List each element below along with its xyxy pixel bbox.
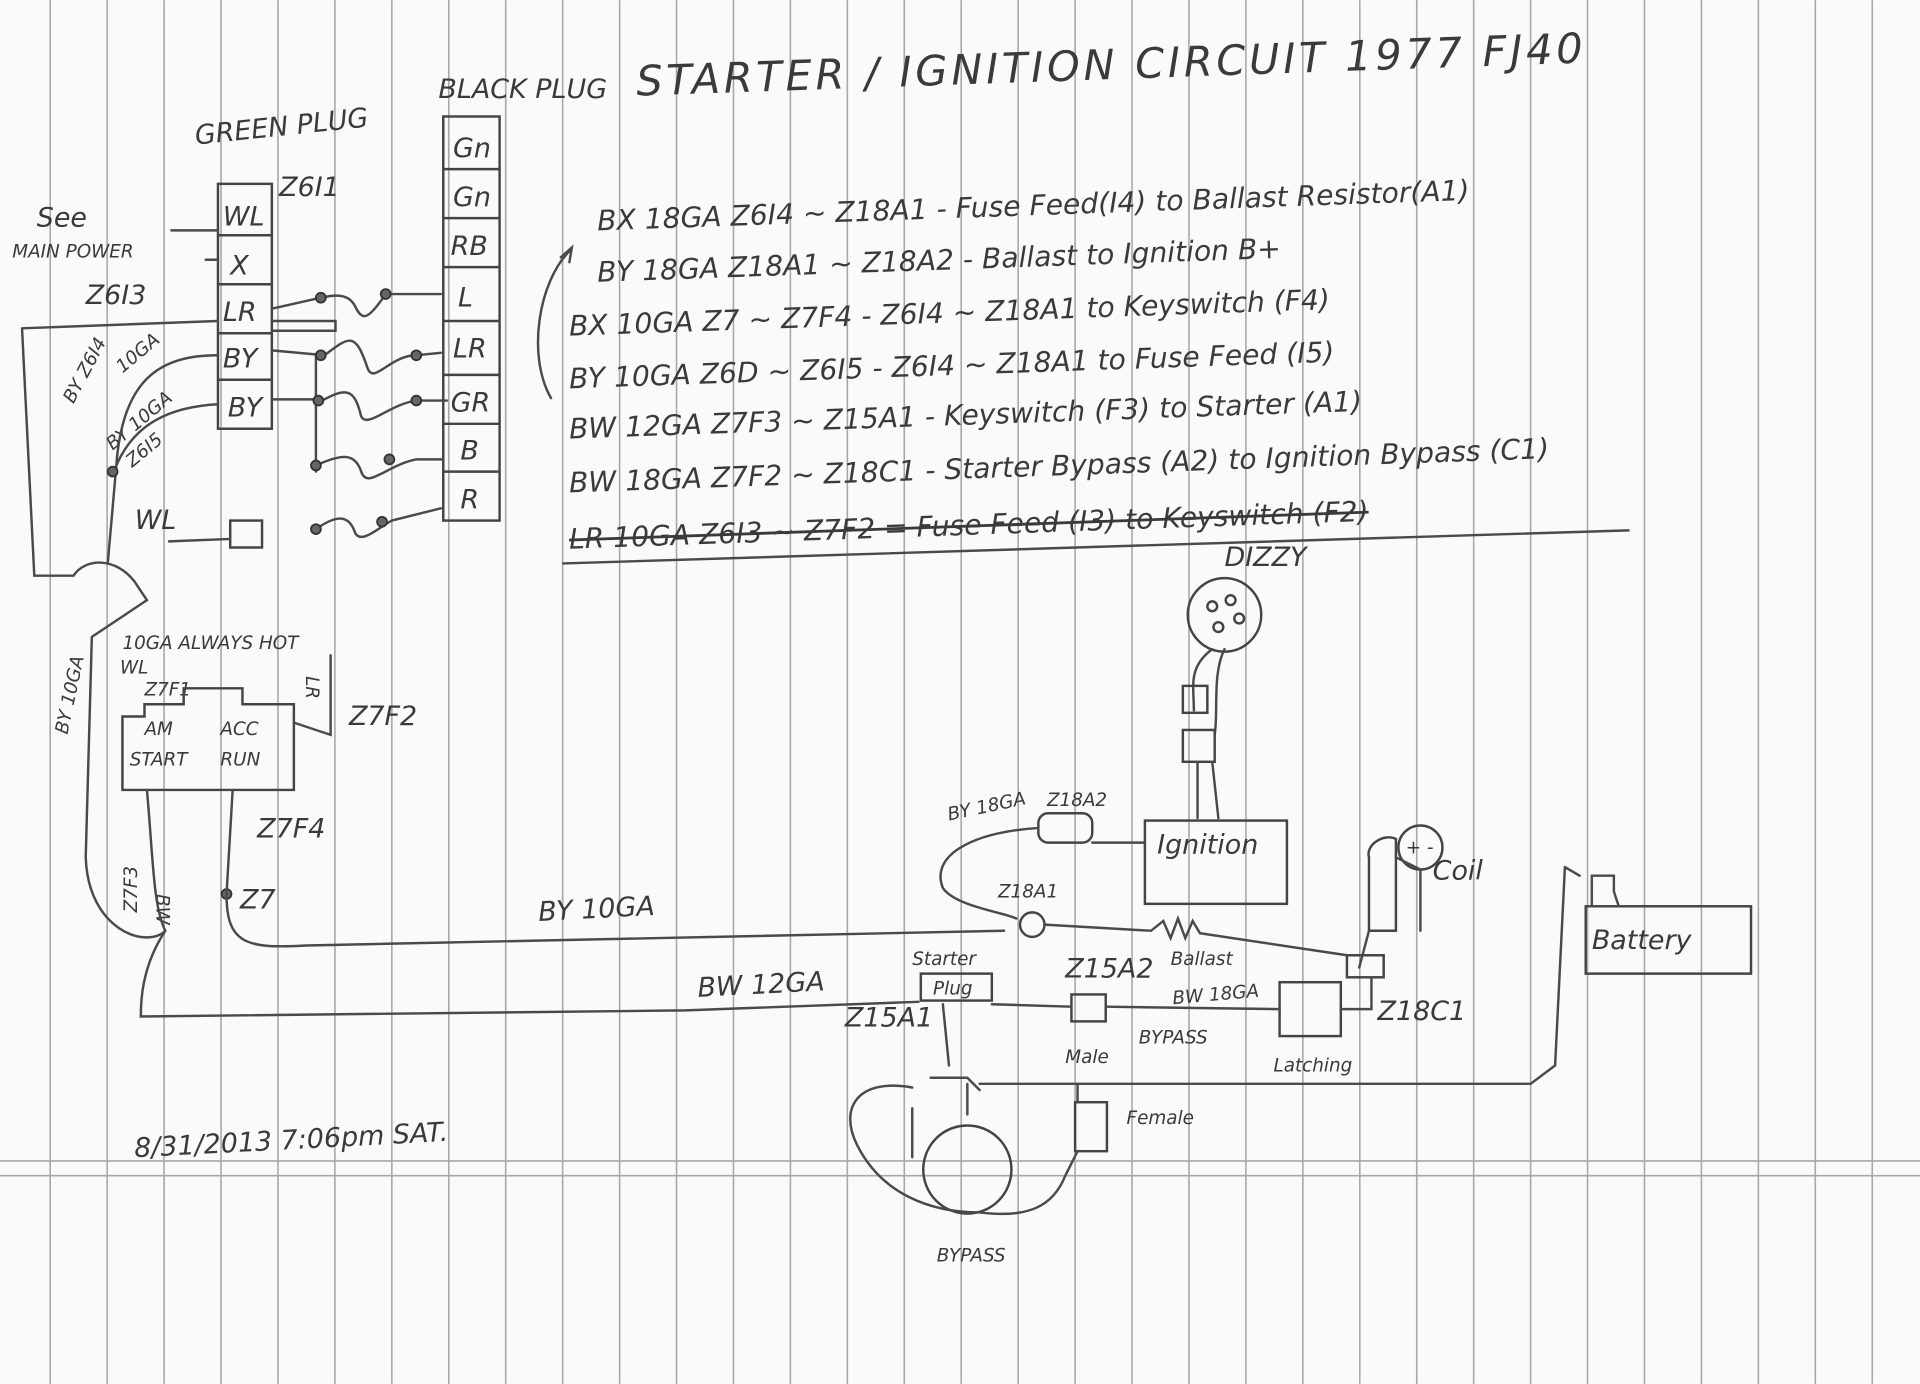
black-plug-label: BLACK PLUG (438, 74, 607, 105)
bw-12ga-label: BW 12GA (697, 966, 826, 1004)
wire-table-row: BY 18GA Z18A1 ~ Z18A2 - Ballast to Ignit… (597, 232, 1282, 289)
arrow-curve (536, 249, 571, 400)
ballast-label: Ballast (1171, 949, 1234, 970)
keyswitch-body (121, 687, 296, 792)
z7f2-label: Z7F2 (348, 701, 417, 732)
by-z6i4-label: BY Z6I4 (59, 334, 111, 406)
start-label: START (130, 749, 189, 770)
starter-plug-box (919, 972, 994, 1002)
wire-table-row: BX 10GA Z7 ~ Z7F4 - Z6I4 ~ Z18A1 to Keys… (568, 283, 1330, 343)
z18a2-connector (1037, 812, 1094, 844)
wire-table-row: BX 18GA Z6I4 ~ Z18A1 - Fuse Feed(I4) to … (597, 174, 1470, 237)
wire-table-row: BW 12GA Z7F3 ~ Z15A1 - Keyswitch (F3) to… (568, 385, 1362, 446)
ks-wl-label: WL (120, 658, 148, 679)
acc-label: ACC (219, 719, 258, 740)
bypass-wire-label: BYPASS (1139, 1027, 1208, 1048)
green-pin: BY (223, 344, 260, 375)
z7f3-label: Z7F3 (121, 866, 142, 913)
green-pin: LR (223, 297, 257, 328)
starter-motor-icon (922, 1124, 1013, 1215)
ks-lr-label: LR (301, 676, 322, 699)
black-pin: B (460, 435, 478, 466)
battery-label: Battery (1592, 925, 1693, 956)
plug-wires (167, 244, 574, 549)
z7f4-label: Z7F4 (256, 814, 325, 845)
paper-rules (49, 0, 1874, 1384)
ignitor-box (1143, 819, 1289, 906)
coil-connector (1345, 954, 1385, 979)
black-pin: LR (453, 334, 487, 365)
bypass-bottom-label: BYPASS (937, 1245, 1006, 1266)
z7-label: Z7 (239, 885, 276, 916)
green-pin: X (228, 250, 249, 281)
starter-plug-top-label: Starter (912, 949, 977, 970)
female-label: Female (1127, 1108, 1194, 1129)
z15a1-label: Z15A1 (844, 1002, 933, 1033)
ks-by-10ga-label: BY 10GA (52, 654, 89, 736)
always-hot-label: 10GA ALWAYS HOT (122, 633, 300, 654)
black-pin: GR (451, 388, 491, 419)
black-pin: L (458, 282, 473, 313)
coil-body (1367, 836, 1398, 932)
latching-label: Latching (1273, 1056, 1352, 1077)
green-plug: WL X LR BY BY (216, 182, 274, 430)
strike-line (562, 529, 1630, 565)
z15a2-label: Z15A2 (1064, 953, 1153, 984)
by-10ga-wire-label: BY 10GA (538, 891, 656, 928)
z7f1-label: Z7F1 (143, 680, 191, 701)
wire-table: BX 18GA Z6I4 ~ Z18A1 - Fuse Feed(I4) to … (562, 174, 1630, 565)
green-plug-label: GREEN PLUG (193, 103, 369, 152)
ignitor-label: Ignition (1157, 830, 1258, 861)
black-plug: Gn Gn RB L LR GR B R (442, 115, 501, 522)
starter-plug-label: Plug (933, 978, 972, 999)
distributor-icon (1186, 576, 1263, 653)
female-connector (1073, 1100, 1109, 1153)
coil-terminals: + - (1406, 838, 1434, 859)
black-pin: Gn (453, 133, 491, 164)
latching-relay (1278, 980, 1343, 1038)
z18a1-junction (1018, 911, 1046, 939)
battery-box (1584, 905, 1753, 975)
male-connector (1070, 993, 1107, 1023)
date-note: 8/31/2013 7:06pm SAT. (133, 1117, 448, 1164)
z18a2-label: Z18A2 (1046, 790, 1107, 811)
green-pin: WL (223, 201, 265, 232)
wl-label: WL (135, 505, 177, 536)
wire-table-row: BW 18GA Z7F2 ~ Z18C1 - Starter Bypass (A… (568, 432, 1549, 499)
engine-components: DIZZY BY 18GA Z18A2 Ignition Z18A1 + - C… (538, 542, 1753, 1266)
coil-label: Coil (1433, 855, 1484, 886)
see-label: See (37, 203, 87, 234)
black-pin: R (460, 484, 479, 515)
black-pin: Gn (453, 182, 491, 213)
green-plug-id: Z6I1 (278, 172, 340, 203)
wl-terminal (228, 519, 264, 549)
by-18ga-label: BY 18GA (946, 788, 1028, 825)
ballast-resistor (1043, 915, 1349, 957)
am-label: AM (143, 719, 173, 740)
run-label: RUN (220, 749, 260, 770)
z6i3-label: Z6I3 (85, 280, 147, 311)
main-power-label: MAIN POWER (12, 241, 133, 262)
z18a1-label: Z18A1 (997, 882, 1058, 903)
black-pin: RB (451, 231, 488, 262)
wire-table-row: BY 10GA Z6D ~ Z6I5 - Z6I4 ~ Z18A1 to Fus… (568, 336, 1334, 396)
green-pin: BY (228, 392, 265, 423)
diagram-title: STARTER / IGNITION CIRCUIT 1977 FJ40 (635, 24, 1587, 106)
keyswitch: 10GA ALWAYS HOT WL Z7F1 LR Z7F2 AM ACC S… (52, 598, 1006, 1018)
male-label: Male (1065, 1047, 1109, 1068)
z18c1-label: Z18C1 (1377, 996, 1467, 1027)
dizzy-label: DIZZY (1224, 542, 1309, 573)
